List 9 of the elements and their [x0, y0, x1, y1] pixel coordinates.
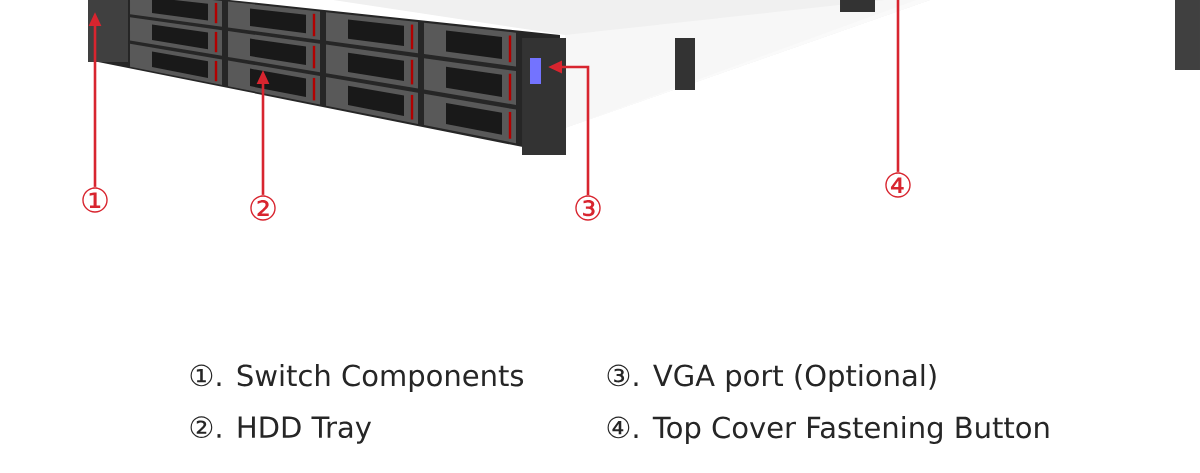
leader-line: [896, 0, 900, 172]
callout-number: ②: [250, 195, 276, 221]
callout-number: ①: [82, 187, 108, 213]
legend-item: ①. Switch Components: [190, 363, 524, 393]
legend-item: ④. Top Cover Fastening Button: [607, 415, 1049, 445]
callout-number: ③: [575, 195, 601, 221]
legend-item: ②. HDD Tray: [190, 416, 372, 444]
callout-number: ④: [885, 172, 911, 198]
legend-item: ③. VGA port (Optional): [607, 363, 936, 393]
